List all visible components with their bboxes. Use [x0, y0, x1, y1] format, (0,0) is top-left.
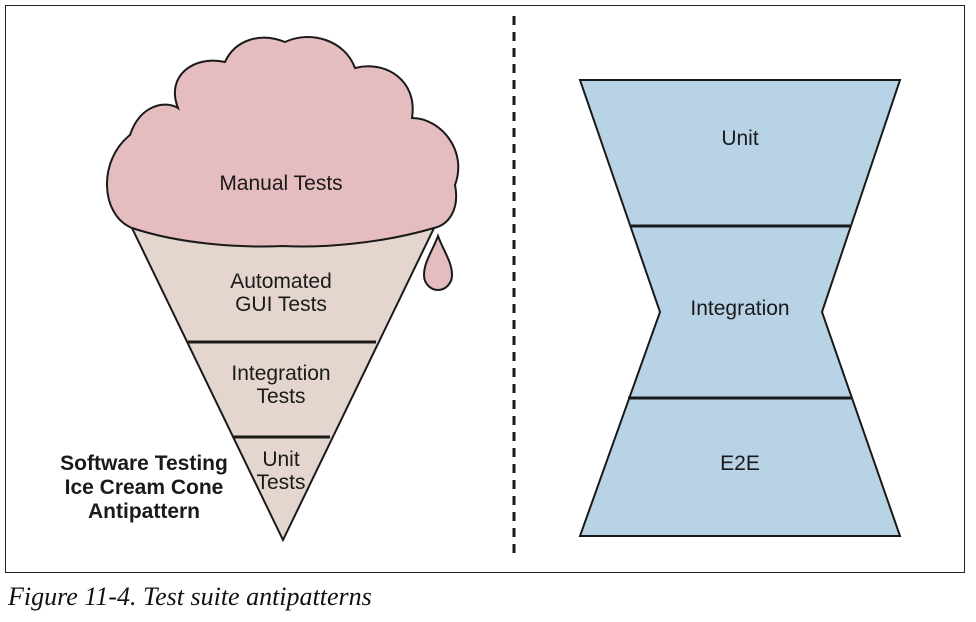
hourglass-section-e2e: E2E: [720, 452, 760, 475]
cone-title-line3: Antipattern: [88, 500, 200, 523]
ice-cream-drip: [422, 233, 454, 292]
scoop-label: Manual Tests: [219, 172, 342, 195]
hourglass-shape: [578, 79, 902, 537]
ice-cream-scoop: [106, 36, 460, 248]
hourglass-section-integration: Integration: [690, 297, 789, 320]
cone-layer-2-line1: Integration: [231, 362, 330, 385]
hourglass-section-unit: Unit: [721, 127, 759, 150]
cone-title-line2: Ice Cream Cone: [65, 476, 224, 499]
cone-layer-3-line2: Tests: [256, 471, 305, 494]
cone-layer-1-line2: GUI Tests: [235, 293, 327, 316]
cone-layer-3-line1: Unit: [262, 448, 300, 471]
cone-title-line1: Software Testing: [60, 452, 228, 475]
figure-frame: [5, 5, 965, 573]
figure-caption: Figure 11-4. Test suite antipatterns: [8, 582, 372, 611]
cone-layer-2-line2: Tests: [256, 385, 305, 408]
cone-layer-1-line1: Automated: [230, 270, 332, 293]
